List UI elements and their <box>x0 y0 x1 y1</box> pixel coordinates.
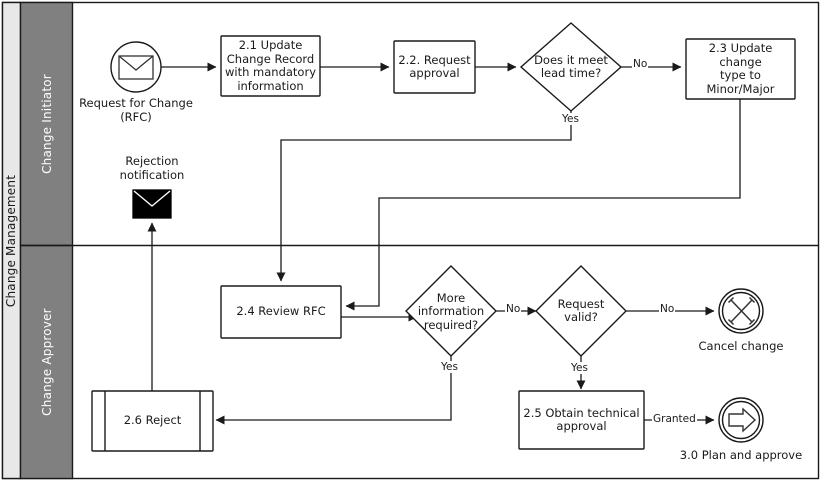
lane-header-change-initiator <box>19 1 74 247</box>
lane-label-wrap-initiator: Change Initiator <box>20 2 73 246</box>
end-event-plan-and-approve[interactable] <box>718 397 764 443</box>
lane-label-change-approver: Change Approver <box>39 308 54 416</box>
end-event-cancel-change[interactable] <box>718 288 764 334</box>
task-2-5-obtain-technical-approval[interactable] <box>518 390 645 450</box>
flow-2-3-to-2-4 <box>345 99 741 311</box>
edge-label-request-valid-no: No <box>659 303 676 315</box>
gateway-more-information-required[interactable] <box>405 265 497 357</box>
edge-label-technical-granted: Granted <box>652 413 697 425</box>
call-activity-2-6-reject[interactable] <box>91 390 214 452</box>
pool-label: Change Management <box>4 174 19 307</box>
edge-label-lead-time-no: No <box>632 58 649 70</box>
edge-label-request-valid-yes: Yes <box>570 362 589 374</box>
envelope-icon <box>118 55 154 80</box>
task-2-1-update-change-record[interactable] <box>220 35 321 97</box>
task-2-3-update-change-type[interactable] <box>685 38 796 100</box>
pool-label-wrap: Change Management <box>2 2 21 479</box>
edge-label-more-info-no: No <box>505 303 522 315</box>
lane-header-change-approver <box>19 244 74 480</box>
rejection-notification-label: Rejection notification <box>119 154 185 182</box>
gateway-does-it-meet-lead-time[interactable] <box>519 22 623 112</box>
gateway-request-valid[interactable] <box>535 265 627 357</box>
end-event-plan-approve-label: 3.0 Plan and approve <box>679 448 803 462</box>
edge-label-more-info-yes: Yes <box>440 361 459 373</box>
start-event-label: Request for Change (RFC) <box>79 96 193 124</box>
message-end-rejection-notification[interactable] <box>132 189 172 219</box>
lane-label-change-initiator: Change Initiator <box>39 74 54 174</box>
edge-label-lead-time-yes: Yes <box>561 113 580 125</box>
lane-label-wrap-approver: Change Approver <box>20 245 73 479</box>
task-2-4-review-rfc[interactable] <box>220 285 342 339</box>
link-arrow-icon <box>728 407 757 433</box>
task-2-2-request-approval[interactable] <box>393 40 476 94</box>
flow-more-info-yes-to-2-6 <box>215 356 452 425</box>
end-event-cancel-label: Cancel change <box>698 339 784 353</box>
cancel-x-icon <box>727 296 756 326</box>
start-event-request-for-change[interactable] <box>110 41 162 93</box>
flow-leadtime-yes-to-2-4 <box>276 111 572 282</box>
